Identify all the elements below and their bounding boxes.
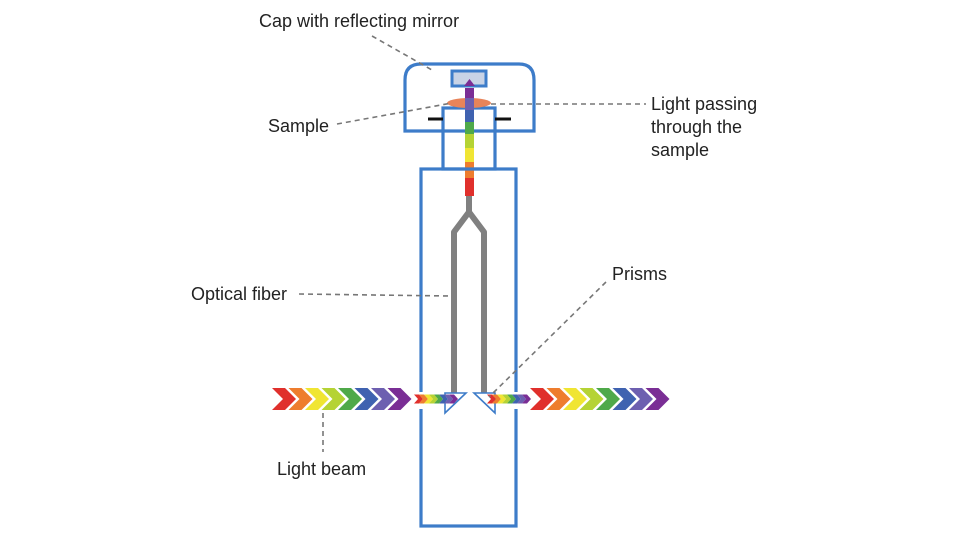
incoming-beam-chevron	[387, 388, 412, 410]
inner-beam-right-chevron	[492, 394, 501, 404]
cap-housing	[403, 62, 536, 133]
cap-leader	[371, 35, 433, 71]
outgoing-beam-chevron	[629, 388, 653, 410]
sample-label: Sample	[268, 116, 329, 136]
incoming-light-beam	[272, 388, 412, 410]
optical-fiber-label: Optical fiber	[191, 284, 287, 304]
optical-fiber-leader	[298, 293, 451, 297]
incoming-beam-chevron	[288, 388, 313, 410]
incoming-beam-chevron	[305, 388, 329, 410]
inner-beam-left-chevron	[434, 394, 443, 404]
inner-beam-left-chevron	[439, 394, 448, 404]
light-passing-label-line2: through the	[651, 117, 742, 137]
prisms-label: Prisms	[612, 264, 667, 284]
inner-beam-left-chevron	[414, 394, 423, 404]
inner-beam-left-chevron	[449, 394, 458, 404]
sample-leader	[336, 102, 453, 125]
optical-fiber	[451, 196, 487, 398]
incoming-beam-chevron	[371, 388, 395, 410]
outgoing-beam-chevron	[530, 388, 554, 410]
outgoing-beam-chevron	[645, 388, 670, 410]
outgoing-light-beam	[530, 388, 670, 410]
inner-beam-left-chevron	[419, 394, 428, 404]
inner-beam-right-chevron	[522, 394, 531, 404]
inner-beam-right-chevron	[497, 394, 506, 404]
incoming-beam-chevron	[354, 388, 379, 410]
incoming-beam-chevron	[321, 388, 346, 410]
outgoing-beam-chevron	[596, 388, 620, 410]
inner-beam-right-chevron	[512, 394, 521, 404]
cap-label: Cap with reflecting mirror	[259, 11, 459, 31]
light-column	[464, 79, 475, 196]
outgoing-beam-chevron	[612, 388, 637, 410]
light-passing-label-line3: sample	[651, 140, 709, 160]
light-beam-inside-left	[414, 394, 458, 404]
incoming-beam-chevron	[338, 388, 362, 410]
incoming-beam-chevron	[272, 388, 296, 410]
light-beam-label: Light beam	[277, 459, 366, 479]
probe-body	[419, 167, 518, 528]
inner-beam-left-chevron	[429, 394, 438, 404]
inner-beam-right-chevron	[517, 394, 526, 404]
inner-beam-right-chevron	[502, 394, 511, 404]
outgoing-beam-chevron	[579, 388, 604, 410]
outgoing-beam-chevron	[563, 388, 587, 410]
inner-beam-left-chevron	[444, 394, 453, 404]
light-passing-label-line1: Light passing	[651, 94, 757, 114]
prisms-leader	[488, 281, 607, 398]
inner-beam-left-chevron	[424, 394, 433, 404]
light-beam-inside-right	[487, 394, 531, 404]
inner-beam-right-chevron	[507, 394, 516, 404]
outgoing-beam-chevron	[546, 388, 571, 410]
